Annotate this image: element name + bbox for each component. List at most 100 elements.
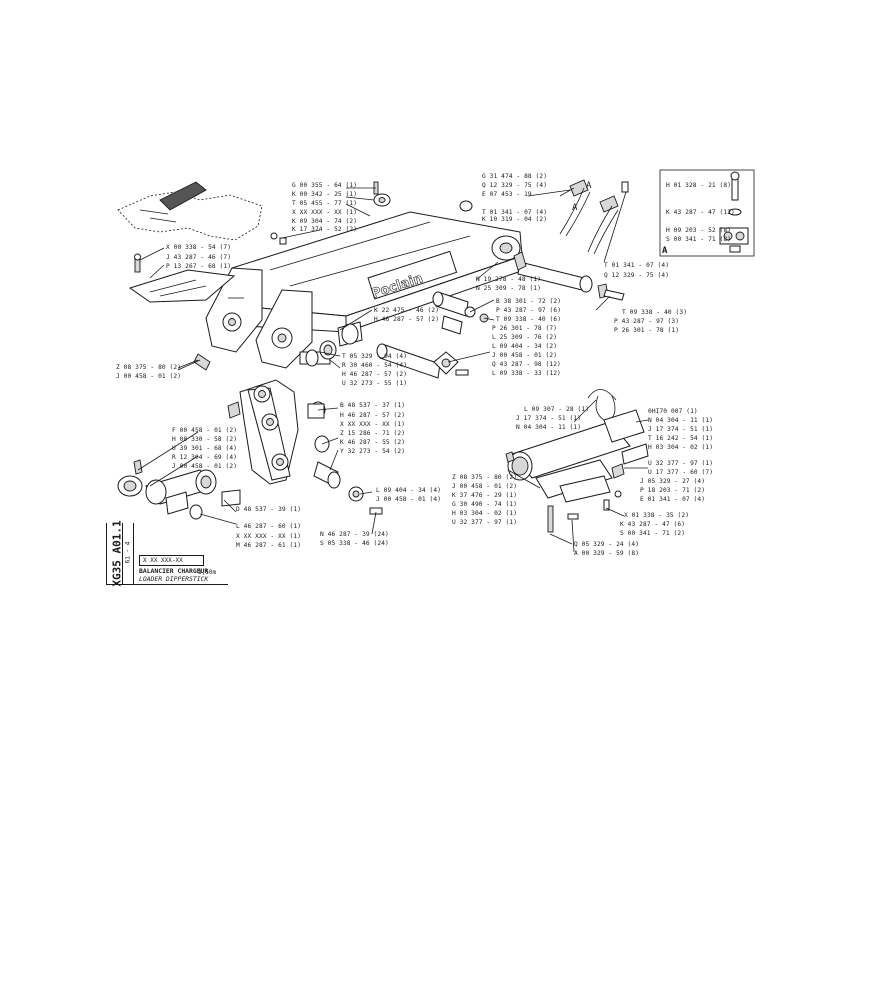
callout-label: P 13 267 - 68 (1) — [166, 263, 232, 270]
callout-label: J 17 374 - 51 (1) — [516, 415, 582, 422]
drawing-code-cell: XG35 A01.1 — [106, 520, 124, 587]
callout-label: H 46 287 - 57 (2) — [374, 316, 440, 323]
callout-label: J 05 329 - 27 (4) — [640, 478, 706, 485]
callout-label: B 38 301 - 72 (2) — [496, 298, 562, 305]
callout-label: H 00 330 - 58 (2) — [172, 436, 238, 443]
callout-label: N 04 304 - 11 (1) — [648, 417, 714, 424]
callout-label: U 17 377 - 60 (7) — [648, 469, 714, 476]
callout-leader-lines — [137, 187, 649, 553]
callout-label: S 05 338 - 46 (24) — [320, 540, 389, 547]
guide-link — [227, 379, 299, 485]
callout-label: Y 32 273 - 54 (2) — [340, 448, 406, 455]
callout-label: J 00 458 - 01 (2) — [172, 463, 238, 470]
callout-label: Z 15 286 - 71 (2) — [340, 430, 406, 437]
callout-label: Q 05 329 - 24 (4) — [574, 541, 640, 548]
sheet-number: 61 - 4 — [124, 541, 132, 564]
lower-link — [117, 459, 241, 520]
callout-label: Z 08 375 - 80 (2) — [116, 364, 182, 371]
guard-plate — [128, 253, 236, 303]
callout-label: T 05 455 - 77 (1) — [292, 200, 358, 207]
detail-letter-a: A — [586, 181, 592, 191]
callout-label: P 18 203 - 71 (2) — [640, 487, 706, 494]
stick-length: 3,50m — [198, 569, 217, 576]
title-english: LOADER DIPPERSTICK — [139, 575, 209, 583]
callout-label: K 37 476 - 29 (1) — [452, 492, 518, 499]
callout-label: K 00 342 - 25 (1) — [292, 191, 358, 198]
boom-pins-bushings — [299, 321, 441, 379]
callout-label: H 03 304 - 02 (1) — [648, 444, 714, 451]
callout-label: L 25 309 - 76 (2) — [492, 334, 558, 341]
callout-label: X 01 338 - 35 (2) — [624, 512, 690, 519]
callout-label: B 48 537 - 37 (1) — [340, 402, 406, 409]
callout-label: K 17 374 - 52 (2) — [292, 226, 358, 233]
callout-label: G 30 490 - 74 (1) — [452, 501, 518, 508]
callout-label: K 09 304 - 74 (2) — [292, 218, 358, 225]
callout-label: P 26 301 - 78 (7) — [492, 325, 558, 332]
reference-number: X XX XXX-XX — [139, 555, 204, 566]
callout-label: U 32 273 - 55 (1) — [342, 380, 408, 387]
callout-label: H 03 304 - 02 (1) — [452, 510, 518, 517]
callout-label: H 46 287 - 57 (2) — [340, 412, 406, 419]
detail-letter-a: A — [662, 246, 668, 256]
callout-label: S 00 341 - 71 (2) — [620, 530, 686, 537]
callout-label: U 39 301 - 68 (4) — [172, 445, 238, 452]
title-block: XG35 A01.1 61 - 4 X XX XXX-XX BALANCIER … — [106, 520, 228, 587]
callout-label: N 19 278 - 48 (1) — [476, 276, 542, 283]
callout-label: N 25 309 - 78 (1) — [476, 285, 542, 292]
callout-label: X XX XXX - XX (1) — [236, 533, 302, 540]
phantom-bucket-sketch — [117, 181, 263, 241]
callout-label: T 01 341 - 07 (4) — [604, 262, 670, 269]
callout-label: K 43 287 - 47 (12) — [666, 209, 735, 216]
grease-nipple-left — [177, 353, 211, 371]
callout-label: J 43 287 - 46 (7) — [166, 254, 232, 261]
frame-line — [106, 523, 107, 585]
drawing-code: XG35 A01.1 — [110, 520, 124, 587]
callout-label: T 01 341 - 07 (4) — [482, 209, 548, 216]
hose-assembly — [559, 179, 629, 255]
callout-label: G 00 355 - 64 (1) — [292, 182, 358, 189]
callout-label: H 09 203 - 52 (8) — [666, 227, 732, 234]
callout-label: J 00 458 - 01 (2) — [452, 483, 518, 490]
callout-label: Z 08 375 - 80 (2) — [452, 474, 518, 481]
callout-label: T 09 338 - 40 (3) — [622, 309, 688, 316]
callout-label: D 48 537 - 39 (1) — [236, 506, 302, 513]
callout-label: X XX XXX - XX (1) — [340, 421, 406, 428]
title-french: BALANCIER CHARGEUR — [139, 567, 209, 575]
callout-label: K 22 475 - 46 (2) — [374, 307, 440, 314]
callout-label: H 01 328 - 21 (8) — [666, 182, 732, 189]
link-bushings — [307, 401, 383, 515]
callout-label: P 26 301 - 78 (1) — [614, 327, 680, 334]
callout-label: T 16 242 - 54 (1) — [648, 435, 714, 442]
callout-label: F 00 458 - 01 (2) — [172, 427, 238, 434]
frame-line — [106, 584, 228, 585]
callout-label: 0HI70 007 (1) — [648, 408, 698, 415]
detail-letter-a: A — [572, 203, 578, 213]
callout-label: J 00 458 - 01 (2) — [492, 352, 558, 359]
callout-label: E 01 341 - 07 (4) — [640, 496, 706, 503]
callout-label: N 46 287 - 39 (24) — [320, 531, 389, 538]
callout-label: Q 12 329 - 75 (4) — [482, 182, 548, 189]
callout-label: T 05 329 - 04 (4) — [342, 353, 408, 360]
callout-label: K 46 287 - 55 (2) — [340, 439, 406, 446]
callout-label: U 32 377 - 97 (1) — [452, 519, 518, 526]
callout-label: L 09 404 - 34 (2) — [492, 343, 558, 350]
sheet-number-cell: 61 - 4 — [123, 523, 134, 585]
callout-label: X XX XXX - XX (1) — [292, 209, 358, 216]
callout-label: X 00 338 - 54 (7) — [166, 244, 232, 251]
callout-label: K 10 319 - 04 (2) — [482, 216, 548, 223]
callout-label: Q 43 287 - 98 (12) — [492, 361, 561, 368]
callout-label: K 43 287 - 47 (6) — [620, 521, 686, 528]
callout-label: A 00 329 - 59 (8) — [574, 550, 640, 557]
callout-label: G 31 474 - 88 (2) — [482, 173, 548, 180]
callout-label: J 00 458 - 01 (2) — [116, 373, 182, 380]
rear-pivot-pin — [432, 251, 625, 376]
callout-label: U 32 377 - 97 (1) — [648, 460, 714, 467]
callout-label: R 30 460 - 54 (4) — [342, 362, 408, 369]
callout-label: H 46 287 - 57 (2) — [342, 371, 408, 378]
callout-label: L 09 307 - 28 (1) — [524, 406, 590, 413]
callout-label: N 04 304 - 11 (1) — [516, 424, 582, 431]
tilt-cylinder — [505, 389, 649, 533]
callout-label: S 00 341 - 71 (8) — [666, 236, 732, 243]
callout-label: P 43 287 - 97 (6) — [496, 307, 562, 314]
